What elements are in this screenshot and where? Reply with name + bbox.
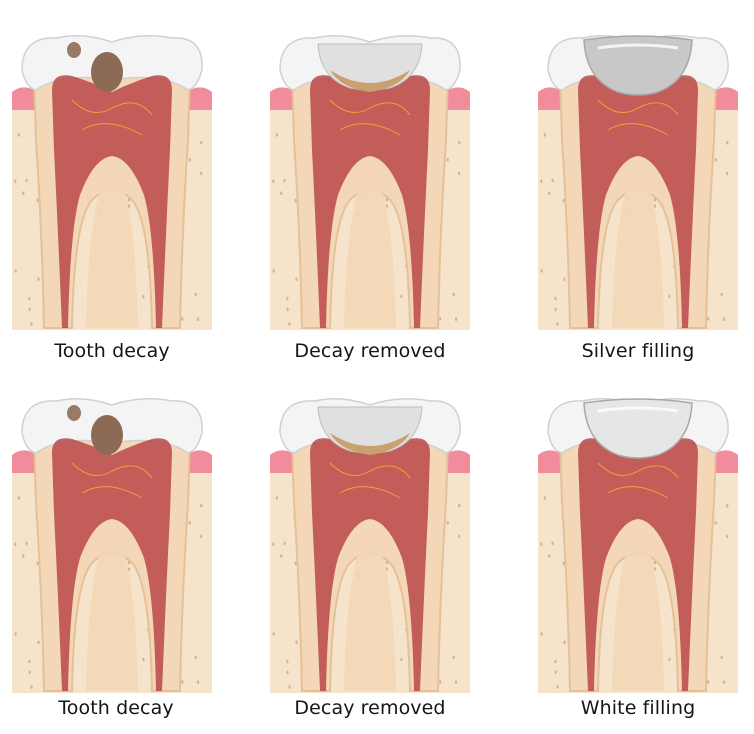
cavity-decay — [91, 415, 123, 455]
inner-root — [612, 180, 664, 328]
inner-root — [344, 543, 396, 691]
gum-left — [270, 450, 292, 473]
nerves — [597, 99, 679, 136]
gum-left — [270, 87, 292, 110]
tooth-decay-illustration — [12, 35, 212, 330]
pulp — [578, 438, 698, 691]
caption-tooth-decay-2: Tooth decay — [58, 697, 174, 719]
caption-decay-removed-2: Decay removed — [294, 697, 446, 719]
gum-left — [12, 450, 34, 473]
cavity-decay — [91, 52, 123, 92]
decay-removed-illustration — [270, 35, 470, 330]
silver-filling — [583, 35, 693, 96]
panel-tooth-decay-2 — [12, 393, 212, 693]
nerves — [329, 462, 411, 499]
nerves — [71, 99, 153, 136]
inner-root — [86, 180, 138, 328]
filling-highlight — [597, 43, 679, 50]
nerves — [329, 99, 411, 136]
small-cavity — [67, 405, 81, 421]
gum-right — [448, 87, 470, 110]
inner-root — [86, 543, 138, 691]
gum-left — [538, 87, 560, 110]
prepared-cavity-floor — [330, 70, 410, 92]
panel-decay-removed-2 — [270, 393, 470, 693]
caption-tooth-decay-1: Tooth decay — [54, 340, 170, 362]
white-filling-illustration — [538, 398, 738, 693]
gum-right — [190, 87, 212, 110]
small-cavity — [67, 42, 81, 58]
gum-left — [12, 87, 34, 110]
caption-white-filling: White filling — [580, 697, 696, 719]
decay-removed-illustration — [270, 398, 470, 693]
panel-decay-removed-1 — [270, 30, 470, 330]
prepared-cavity-floor — [330, 433, 410, 455]
gum-right — [716, 87, 738, 110]
pulp — [52, 438, 172, 691]
gum-left — [538, 450, 560, 473]
pulp — [578, 75, 698, 328]
panel-tooth-decay-1 — [12, 30, 212, 330]
inner-root — [612, 543, 664, 691]
tooth-decay-illustration — [12, 398, 212, 693]
pulp — [310, 438, 430, 691]
silver-filling-illustration — [538, 35, 738, 330]
pulp — [310, 75, 430, 328]
gum-right — [190, 450, 212, 473]
filling-highlight — [597, 406, 679, 413]
panel-white-filling — [538, 393, 738, 693]
panel-silver-filling — [538, 30, 738, 330]
nerves — [71, 462, 153, 499]
white-filling — [583, 398, 693, 459]
nerves — [597, 462, 679, 499]
gum-right — [716, 450, 738, 473]
inner-root — [344, 180, 396, 328]
gum-right — [448, 450, 470, 473]
pulp — [52, 75, 172, 328]
caption-decay-removed-1: Decay removed — [294, 340, 446, 362]
caption-silver-filling: Silver filling — [581, 340, 695, 362]
